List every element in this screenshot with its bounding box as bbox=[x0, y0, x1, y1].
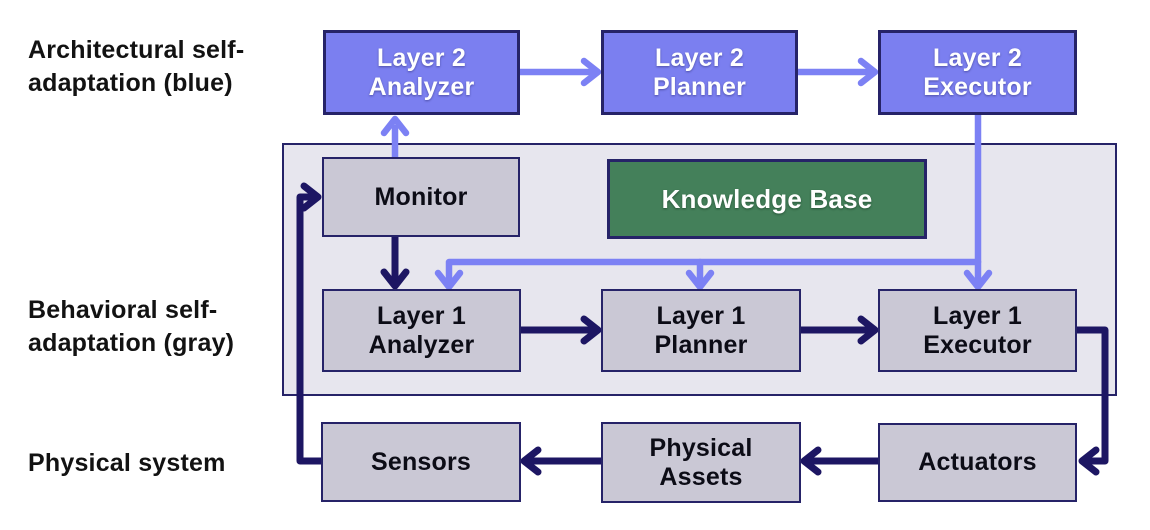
layer1-analyzer-label: Layer 1 Analyzer bbox=[368, 301, 475, 359]
physical-assets-box: Physical Assets bbox=[601, 422, 801, 503]
actuators-box: Actuators bbox=[878, 423, 1077, 502]
layer2-executor-label: Layer 2 Executor bbox=[923, 43, 1032, 101]
physical-assets-label: Physical Assets bbox=[649, 433, 753, 491]
knowledge-base-label: Knowledge Base bbox=[661, 183, 873, 214]
edge-layer1-executor-to-actuators-arrowhead bbox=[1078, 446, 1100, 476]
monitor-label: Monitor bbox=[374, 182, 468, 211]
actuators-label: Actuators bbox=[918, 448, 1037, 476]
edge-layer2-analyzer-to-planner-arrowhead bbox=[580, 57, 602, 87]
monitor-box: Monitor bbox=[322, 157, 520, 237]
edge-actuators-to-physical-assets-arrowhead bbox=[800, 446, 822, 476]
knowledge-base-box: Knowledge Base bbox=[607, 159, 927, 239]
layer2-analyzer-label: Layer 2 Analyzer bbox=[368, 43, 475, 101]
layer1-analyzer-box: Layer 1 Analyzer bbox=[322, 289, 521, 372]
edge-monitor-to-layer2-analyzer-arrowhead bbox=[380, 115, 410, 137]
edge-physical-assets-to-sensors-arrowhead bbox=[520, 446, 542, 476]
physical-label: Physical system bbox=[28, 449, 226, 477]
sensors-label: Sensors bbox=[370, 447, 472, 476]
sensors-box: Sensors bbox=[321, 422, 521, 502]
architectural-label: Architectural self- adaptation (blue) bbox=[28, 36, 245, 97]
layer1-executor-label: Layer 1 Executor bbox=[923, 301, 1032, 359]
layer1-planner-box: Layer 1 Planner bbox=[601, 289, 801, 372]
behavioral-label: Behavioral self- adaptation (gray) bbox=[28, 296, 235, 357]
layer1-executor-box: Layer 1 Executor bbox=[878, 289, 1077, 372]
layer1-planner-label: Layer 1 Planner bbox=[654, 301, 748, 359]
edge-layer2-planner-to-executor-arrowhead bbox=[857, 57, 879, 87]
layer2-planner-box: Layer 2 Planner bbox=[601, 30, 798, 115]
layer2-analyzer-box: Layer 2 Analyzer bbox=[323, 30, 520, 115]
layer2-executor-box: Layer 2 Executor bbox=[878, 30, 1077, 115]
layer2-planner-label: Layer 2 Planner bbox=[652, 43, 747, 101]
